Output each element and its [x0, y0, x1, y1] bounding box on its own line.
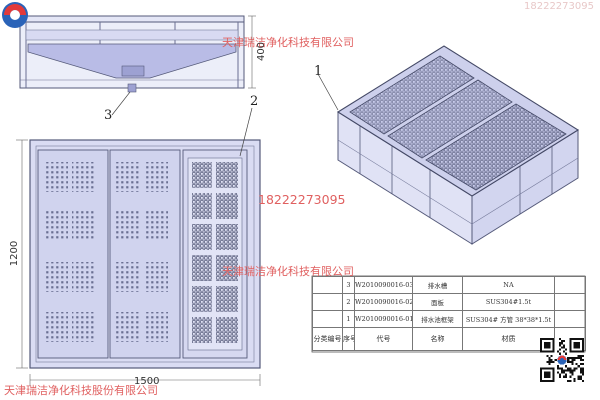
bom-row: 3 W2010090016-03 排水槽 NA — [312, 276, 586, 294]
hole-block — [72, 210, 96, 240]
side-view — [19, 15, 256, 116]
company-logo-icon — [2, 2, 28, 28]
hole-block — [72, 162, 96, 192]
hole-block — [216, 162, 238, 188]
bom-extra — [554, 310, 586, 328]
callout-3: 3 — [104, 108, 113, 123]
hole-block — [216, 317, 238, 343]
bom-header-material: 材质 — [462, 327, 555, 351]
bom-extra — [554, 276, 586, 294]
hole-block — [44, 262, 68, 292]
hole-block — [44, 210, 68, 240]
watermark-company-3: 天津瑞洁净化科技股份有限公司 — [4, 384, 158, 397]
bom-name: 面板 — [412, 293, 463, 311]
isometric-view — [317, 45, 580, 245]
bom-material: SUS304# 方管 38*38*1.5t — [462, 310, 555, 328]
bom-code: W2010090016-01 — [354, 310, 413, 328]
hole-block — [144, 162, 168, 192]
bom-row: 2 W2010090016-02 面板 SUS304#1.5t — [312, 293, 586, 311]
dim-height-side: 400 — [256, 41, 268, 62]
hole-block — [144, 262, 168, 292]
bill-of-materials: 3 W2010090016-03 排水槽 NA 2 W2010090016-02… — [312, 276, 586, 351]
callout-2: 2 — [250, 94, 259, 109]
bom-name: 排水槽 — [412, 276, 463, 294]
hole-block — [116, 262, 140, 292]
hole-block — [192, 286, 212, 312]
bom-row: 1 W2010090016-01 排水池框架 SUS304# 方管 38*38*… — [312, 310, 586, 328]
bom-qty — [312, 310, 343, 328]
hole-block — [216, 224, 238, 250]
bom-name: 排水池框架 — [412, 310, 463, 328]
watermark-company-2: 天津瑞洁净化科技有限公司 — [222, 265, 354, 278]
dim-height-front: 1200 — [9, 240, 21, 267]
bom-code: W2010090016-02 — [354, 293, 413, 311]
watermark-phone-mid: 18222273095 — [258, 192, 346, 207]
dim-width-front: 1500 — [134, 376, 160, 387]
hole-block — [116, 312, 140, 342]
hole-block — [216, 255, 238, 281]
perforation-blocks — [44, 162, 238, 343]
bom-seq: 3 — [342, 276, 355, 294]
hole-block — [192, 162, 212, 188]
watermark-phone-top: 18222273095 — [524, 1, 594, 12]
hole-block — [192, 224, 212, 250]
bom-extra — [554, 293, 586, 311]
bom-header-qty: 分类编号 — [312, 327, 343, 351]
callout-1: 1 — [314, 64, 323, 79]
hole-block — [216, 193, 238, 219]
bom-qty — [312, 293, 343, 311]
bom-material: NA — [462, 276, 555, 294]
hole-block — [116, 162, 140, 192]
hole-block — [192, 317, 212, 343]
hole-block — [144, 210, 168, 240]
watermark-company-1: 天津瑞洁净化科技有限公司 — [222, 36, 354, 49]
hole-block — [216, 286, 238, 312]
hole-block — [144, 312, 168, 342]
hole-block — [44, 162, 68, 192]
bom-qty — [312, 276, 343, 294]
bom-code: W2010090016-03 — [354, 276, 413, 294]
qr-code-icon — [540, 338, 584, 382]
bom-header-code: 代号 — [354, 327, 413, 351]
hole-block — [192, 193, 212, 219]
bom-header-name: 名称 — [412, 327, 463, 351]
bom-header-seq: 序号 — [342, 327, 355, 351]
bom-seq: 2 — [342, 293, 355, 311]
bom-seq: 1 — [342, 310, 355, 328]
hole-block — [44, 312, 68, 342]
hole-block — [192, 255, 212, 281]
bom-material: SUS304#1.5t — [462, 293, 555, 311]
hole-block — [72, 262, 96, 292]
hole-block — [116, 210, 140, 240]
hole-block — [72, 312, 96, 342]
